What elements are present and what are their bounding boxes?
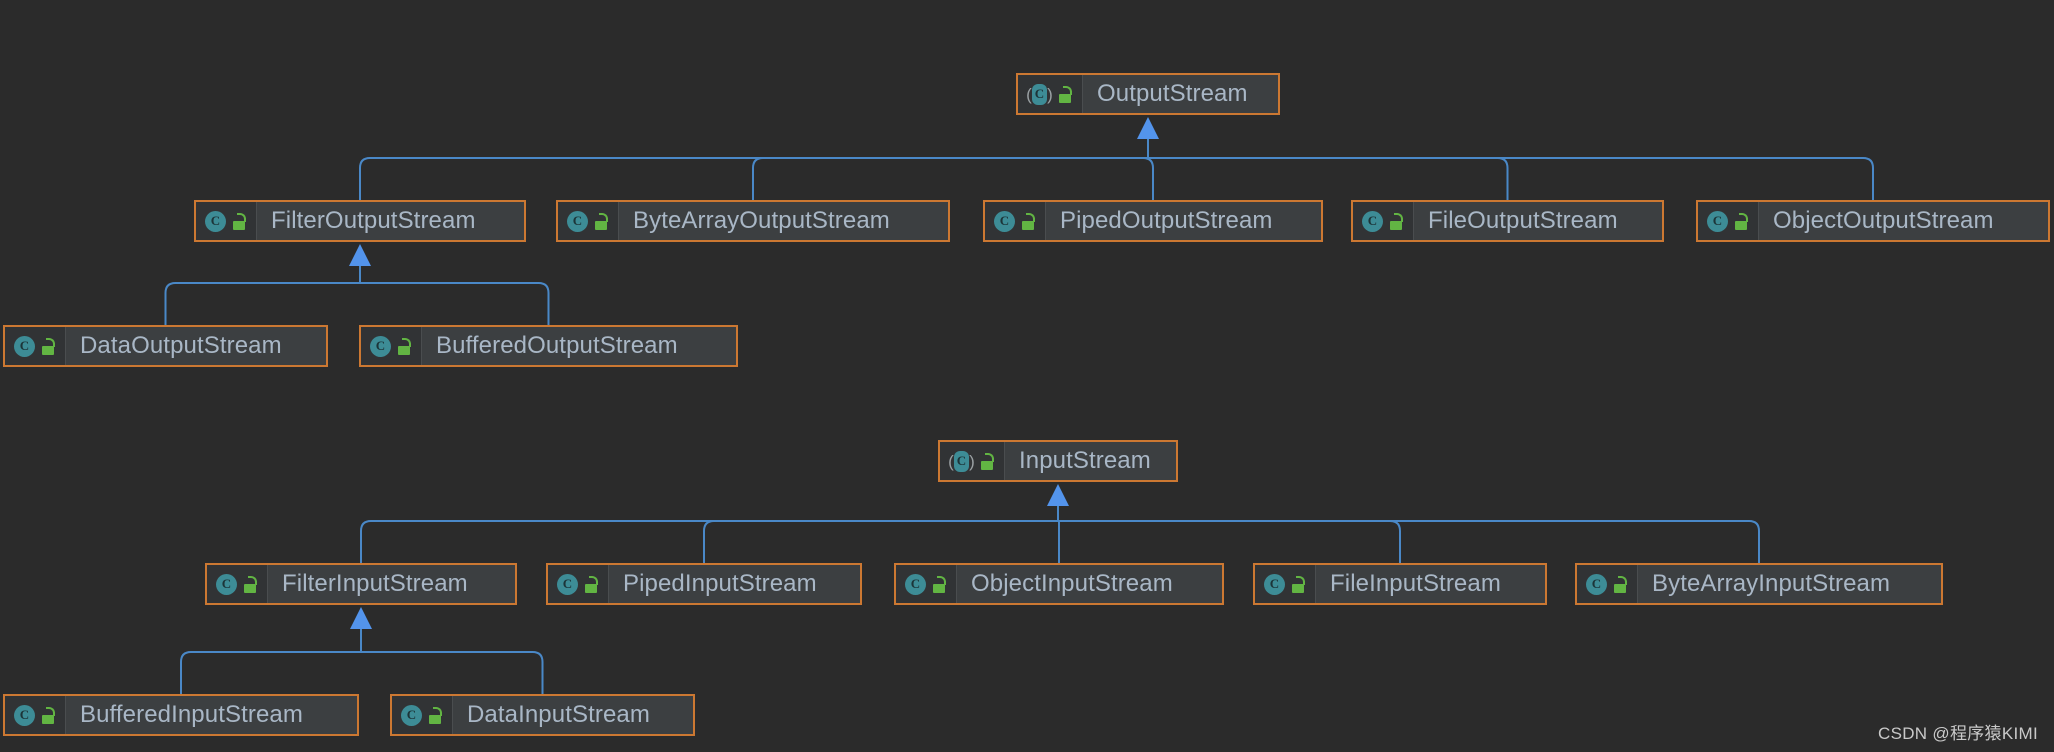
inheritance-arrowhead [350, 607, 372, 629]
class-node-label: InputStream [1019, 447, 1151, 474]
unlock-icon [1613, 575, 1628, 593]
class-node-ObjectOutputStream[interactable]: ObjectOutputStream [1696, 200, 2050, 242]
node-icon-group [392, 696, 453, 734]
class-node-FilterInputStream[interactable]: FilterInputStream [205, 563, 517, 605]
inheritance-connector [361, 651, 544, 694]
node-icon-group [207, 565, 268, 603]
inheritance-connector [164, 282, 360, 325]
class-icon [370, 335, 391, 357]
unlock-icon [1734, 212, 1749, 230]
node-icon-group [548, 565, 609, 603]
unlock-icon [232, 212, 247, 230]
class-icon [567, 210, 588, 232]
class-node-label: FilterInputStream [282, 570, 468, 597]
class-icon [1264, 573, 1285, 595]
unlock-icon [428, 706, 443, 724]
class-icon [557, 573, 578, 595]
inheritance-connector [703, 520, 1058, 563]
node-icon-group [1255, 565, 1316, 603]
node-icon-group [196, 202, 257, 240]
unlock-icon [243, 575, 258, 593]
class-icon [994, 210, 1015, 232]
unlock-icon [1389, 212, 1404, 230]
class-node-DataInputStream[interactable]: DataInputStream [390, 694, 695, 736]
inheritance-connector [180, 651, 361, 694]
class-node-label: PipedInputStream [623, 570, 817, 597]
class-icon [1707, 210, 1728, 232]
class-node-label: BufferedOutputStream [436, 332, 678, 359]
class-node-label: ByteArrayOutputStream [633, 207, 890, 234]
unlock-icon [980, 452, 995, 470]
class-node-label: PipedOutputStream [1060, 207, 1273, 234]
unlock-icon [41, 337, 56, 355]
class-node-BufferedInputStream[interactable]: BufferedInputStream [3, 694, 359, 736]
class-node-DataOutputStream[interactable]: DataOutputStream [3, 325, 328, 367]
node-icon-group [985, 202, 1046, 240]
inheritance-connector [360, 520, 1058, 563]
node-icon-group [5, 696, 66, 734]
node-icon-group [896, 565, 957, 603]
class-node-ObjectInputStream[interactable]: ObjectInputStream [894, 563, 1224, 605]
interface-icon: () [1026, 83, 1053, 105]
class-node-OutputStream[interactable]: () OutputStream [1016, 73, 1280, 115]
class-node-FilterOutputStream[interactable]: FilterOutputStream [194, 200, 526, 242]
node-icon-group: () [940, 442, 1005, 480]
unlock-icon [1021, 212, 1036, 230]
class-node-PipedInputStream[interactable]: PipedInputStream [546, 563, 862, 605]
watermark: CSDN @程序猿KIMI [1878, 724, 2038, 743]
class-node-label: DataOutputStream [80, 332, 282, 359]
class-node-label: FileOutputStream [1428, 207, 1618, 234]
class-icon [205, 210, 226, 232]
unlock-icon [41, 706, 56, 724]
node-icon-group [558, 202, 619, 240]
inheritance-connector [1142, 157, 1154, 200]
class-node-BufferedOutputStream[interactable]: BufferedOutputStream [359, 325, 738, 367]
class-node-ByteArrayOutputStream[interactable]: ByteArrayOutputStream [556, 200, 950, 242]
inheritance-arrowhead [349, 244, 371, 266]
inheritance-connector [752, 157, 1148, 200]
node-icon-group [1353, 202, 1414, 240]
node-icon-group [1577, 565, 1638, 603]
unlock-icon [1058, 85, 1073, 103]
inheritance-connector [1058, 520, 1760, 563]
class-node-PipedOutputStream[interactable]: PipedOutputStream [983, 200, 1323, 242]
class-node-FileOutputStream[interactable]: FileOutputStream [1351, 200, 1664, 242]
class-icon [216, 573, 237, 595]
class-node-label: OutputStream [1097, 80, 1248, 107]
class-node-label: FilterOutputStream [271, 207, 476, 234]
class-node-label: ByteArrayInputStream [1652, 570, 1891, 597]
inheritance-connector [1148, 157, 1874, 200]
class-icon [1586, 573, 1607, 595]
class-node-label: ObjectInputStream [971, 570, 1173, 597]
class-node-label: FileInputStream [1330, 570, 1501, 597]
inheritance-connector [359, 157, 1148, 200]
inheritance-arrowhead [1137, 117, 1159, 139]
unlock-icon [932, 575, 947, 593]
unlock-icon [397, 337, 412, 355]
node-icon-group: () [1018, 75, 1083, 113]
node-icon-group [1698, 202, 1759, 240]
inheritance-connector [360, 282, 550, 325]
class-icon [1362, 210, 1383, 232]
class-icon [401, 704, 422, 726]
class-node-label: ObjectOutputStream [1773, 207, 1994, 234]
class-node-label: BufferedInputStream [80, 701, 303, 728]
inheritance-connector [1148, 157, 1509, 200]
node-icon-group [5, 327, 66, 365]
class-icon [14, 335, 35, 357]
interface-icon: () [948, 450, 975, 472]
inheritance-arrowhead [1047, 484, 1069, 506]
node-icon-group [361, 327, 422, 365]
class-node-label: DataInputStream [467, 701, 650, 728]
class-node-ByteArrayInputStream[interactable]: ByteArrayInputStream [1575, 563, 1943, 605]
class-node-FileInputStream[interactable]: FileInputStream [1253, 563, 1547, 605]
class-icon [905, 573, 926, 595]
class-node-InputStream[interactable]: () InputStream [938, 440, 1178, 482]
unlock-icon [1291, 575, 1306, 593]
class-icon [14, 704, 35, 726]
unlock-icon [594, 212, 609, 230]
inheritance-connector [1058, 520, 1401, 563]
unlock-icon [584, 575, 599, 593]
